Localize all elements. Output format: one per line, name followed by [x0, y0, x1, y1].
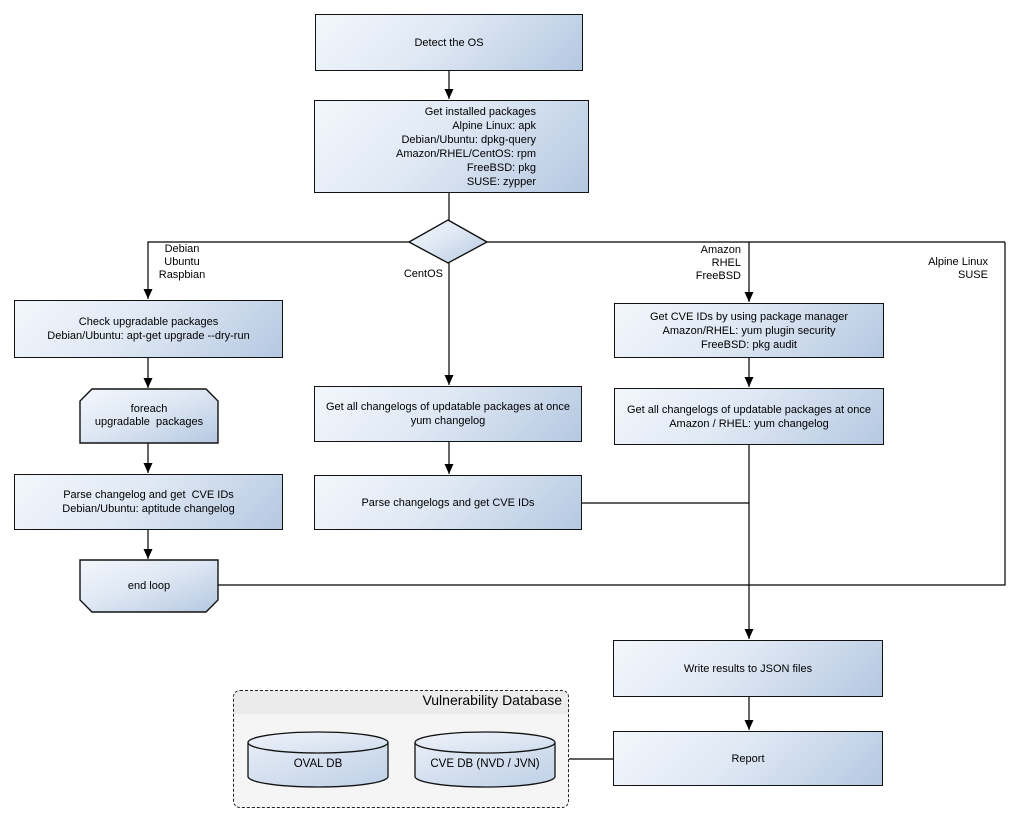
node-parse-changelogs-centos-label: Parse changelogs and get CVE IDs [361, 496, 535, 509]
node-get-changelogs-centos-label: Get all changelogs of updatable packages… [325, 401, 570, 427]
node-end-loop-label: end loop [127, 579, 171, 592]
node-get-cve-ids-pkg-manager-label: Get CVE IDs by using package manager Ama… [649, 310, 849, 351]
node-write-results-label: Write results to JSON files [683, 662, 813, 675]
node-check-upgradable-packages: Check upgradable packages Debian/Ubuntu:… [14, 300, 283, 358]
node-detect-os-label: Detect the OS [414, 36, 484, 49]
node-get-changelogs-centos: Get all changelogs of updatable packages… [314, 386, 582, 442]
node-get-changelogs-amazon: Get all changelogs of updatable packages… [614, 388, 884, 445]
node-report-label: Report [731, 752, 765, 765]
branch-label-debian-ubuntu-raspbian: Debian Ubuntu Raspbian [158, 243, 206, 281]
vulnerability-database-title: Vulnerability Database [422, 692, 562, 708]
node-write-results: Write results to JSON files [613, 640, 883, 697]
os-decision-diamond [407, 219, 489, 264]
branch-label-alpine-suse: Alpine Linux SUSE [928, 256, 988, 281]
node-get-changelogs-amazon-label: Get all changelogs of updatable packages… [626, 403, 871, 430]
cve-db-label: CVE DB (NVD / JVN) [430, 758, 540, 770]
node-parse-changelog-debian-label: Parse changelog and get CVE IDs Debian/U… [62, 489, 235, 515]
node-detect-os: Detect the OS [315, 14, 583, 71]
node-parse-changelog-debian: Parse changelog and get CVE IDs Debian/U… [14, 474, 283, 530]
branch-label-centos: CentOS [403, 268, 443, 280]
node-get-cve-ids-pkg-manager: Get CVE IDs by using package manager Ama… [614, 303, 884, 358]
node-get-installed-packages-label: Get installed packages Alpine Linux: apk… [396, 105, 536, 188]
node-report: Report [613, 731, 883, 786]
node-check-upgradable-packages-label: Check upgradable packages Debian/Ubuntu:… [47, 316, 250, 342]
branch-label-amazon-rhel-freebsd: Amazon RHEL FreeBSD [695, 244, 741, 282]
vulnerability-database-header-band [234, 691, 568, 714]
oval-db-label: OVAL DB [293, 758, 343, 770]
node-foreach-loop-label: foreach upgradable packages [94, 403, 204, 428]
node-parse-changelogs-centos: Parse changelogs and get CVE IDs [314, 475, 582, 530]
node-get-installed-packages: Get installed packages Alpine Linux: apk… [314, 100, 589, 193]
